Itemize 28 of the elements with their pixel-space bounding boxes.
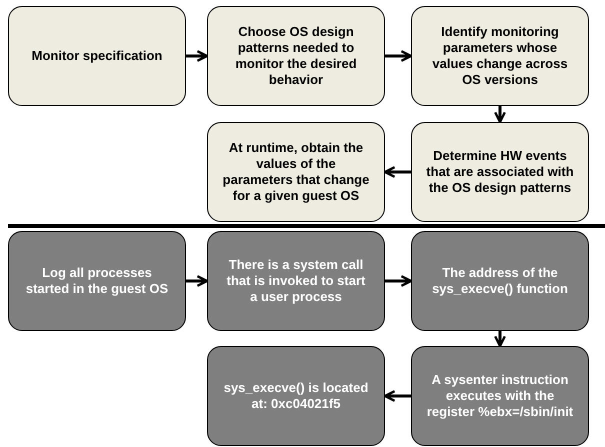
process-box — [8, 6, 186, 106]
box-text: Log all processes started in the guest OS — [24, 264, 170, 298]
arrow — [186, 50, 208, 62]
arrow — [186, 275, 208, 287]
box-text: sys_execve() is located at: 0xc04021f5 — [222, 380, 370, 412]
process-box — [411, 6, 589, 106]
process-box — [207, 6, 385, 106]
box-text: Determine HW events that are associated with the OS design patterns — [426, 148, 574, 196]
process-box — [411, 122, 589, 222]
arrow — [384, 390, 411, 402]
process-box — [411, 346, 589, 446]
box-text: Choose OS design patterns needed to monitor the desired behavior — [234, 24, 358, 88]
arrow — [384, 166, 411, 178]
arrow — [385, 275, 412, 287]
process-box — [207, 346, 385, 446]
box-text: A sysenter instruction executes with the register %ebx=/sbin/init — [426, 372, 574, 420]
box-text: The address of the sys_execve() function — [431, 264, 569, 298]
box-text: Monitor specification — [32, 48, 162, 64]
arrow — [385, 50, 412, 62]
box-text: At runtime, obtain the values of the parameters that change for a given guest OS — [222, 140, 370, 204]
box-text: Identify monitoring parameters whose values change across OS versions — [431, 24, 569, 88]
process-box — [8, 231, 186, 331]
box-text: There is a system call that is invoked to start a user process — [226, 256, 366, 306]
process-box — [207, 122, 385, 222]
process-box — [411, 231, 589, 331]
process-box — [207, 231, 385, 331]
arrow — [494, 106, 506, 124]
arrow — [494, 331, 506, 348]
